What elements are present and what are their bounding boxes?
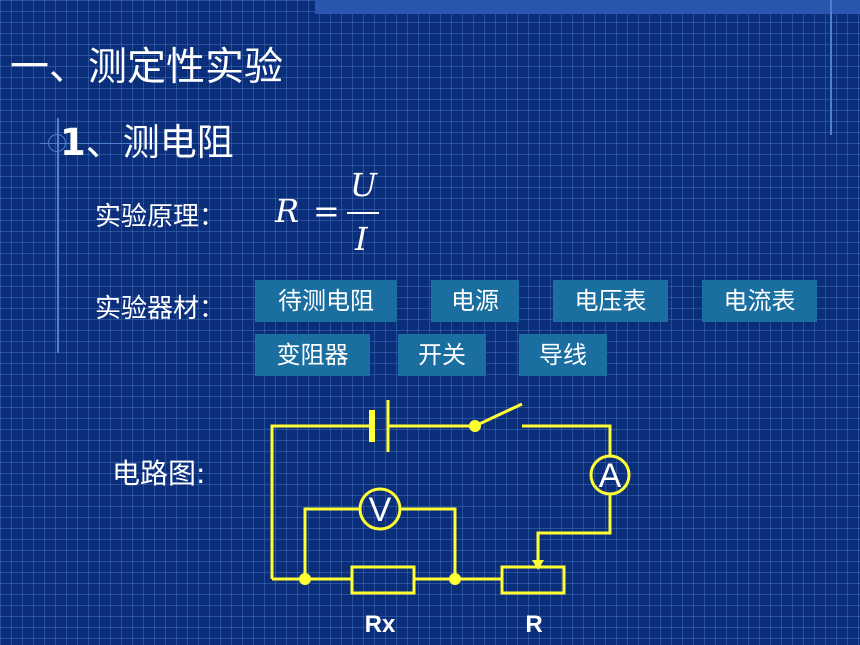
equipment-tag: 电源	[431, 280, 519, 322]
equipment-label: 实验器材：	[95, 294, 226, 324]
equipment-tag: 待测电阻	[255, 280, 397, 322]
section-number: 1	[60, 121, 86, 164]
resistor-rx	[350, 565, 416, 595]
decor-line-horizontal	[40, 143, 170, 144]
resistor-rx-label: Rx	[365, 611, 396, 638]
equipment-tag: 电压表	[553, 280, 668, 322]
slide-title: 一、测定性实验	[10, 45, 284, 90]
rheostat-r	[500, 565, 566, 595]
wire-top-right	[522, 424, 612, 456]
wire-left	[270, 424, 372, 579]
equipment-tag: 电流表	[702, 280, 817, 322]
switch-pivot	[469, 420, 481, 432]
ammeter-symbol: A	[599, 457, 622, 495]
wire-right	[536, 494, 612, 565]
wire-voltmeter-right	[400, 507, 457, 579]
circuit-label: 电路图:	[112, 457, 206, 490]
junction-right	[449, 573, 461, 585]
section-text: 、测电阻	[85, 121, 234, 164]
header-bar	[315, 0, 860, 14]
voltmeter-symbol: V	[369, 491, 392, 529]
section-heading: 1、测电阻	[60, 112, 234, 166]
formula-lhs: R	[275, 192, 300, 230]
fraction-bar	[347, 212, 379, 214]
formula-equals: =	[313, 192, 340, 230]
switch-lever	[474, 402, 523, 428]
formula-denominator: I	[355, 220, 368, 258]
formula-numerator: U	[350, 166, 377, 204]
equipment-tag: 导线	[519, 334, 607, 376]
decor-ring	[48, 134, 66, 152]
principle-label: 实验原理：	[95, 202, 226, 232]
wire-voltmeter-left	[303, 507, 360, 579]
voltmeter-circle	[358, 487, 402, 531]
ammeter-circle	[589, 454, 631, 496]
decor-line-right	[830, 0, 832, 135]
equipment-tag: 开关	[398, 334, 486, 376]
equipment-tag: 变阻器	[255, 334, 370, 376]
junction-left	[299, 573, 311, 585]
rheostat-label: R	[525, 611, 542, 638]
rheostat-arrow	[532, 560, 544, 570]
decor-line-left	[57, 118, 59, 353]
